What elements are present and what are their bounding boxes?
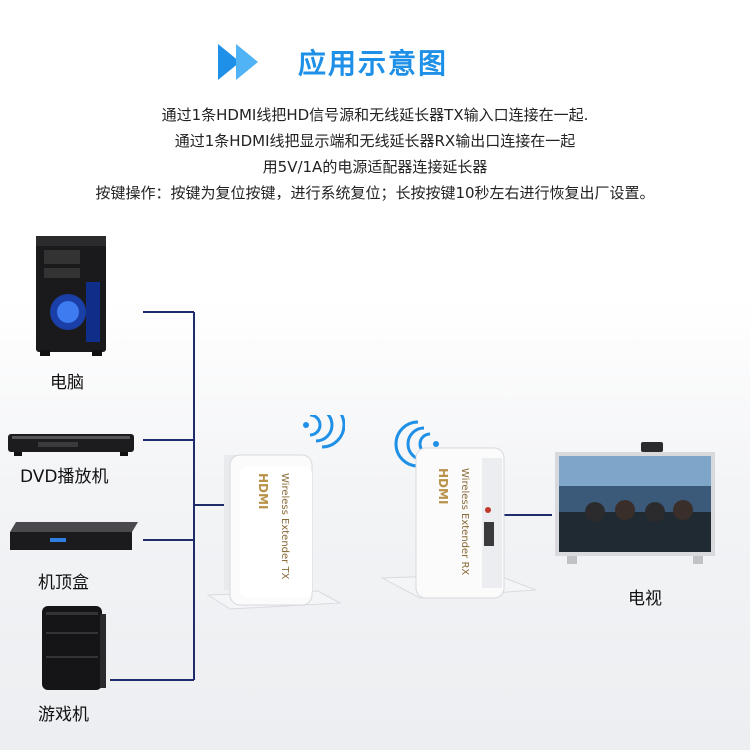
description-line-2: 通过1条HDMI线把显示端和无线延长器RX输出口连接在一起 (174, 132, 576, 150)
tv-camera-icon (641, 442, 663, 452)
tx-hdmi-logo: HDMI (256, 473, 270, 510)
tx-unit-label: Wireless Extender TX (279, 473, 290, 580)
title-row: 应用示意图 (218, 40, 548, 84)
source-label-pc: 电脑 (50, 373, 84, 393)
dvd-player-icon (8, 434, 134, 456)
game-console-icon (42, 606, 106, 690)
rx-hdmi-logo: HDMI (436, 468, 450, 505)
tv-icon (555, 442, 715, 564)
rx-device-icon (380, 420, 537, 599)
page-title: 应用示意图 (298, 47, 449, 80)
rx-unit: HDMI Wireless Extender RX (378, 418, 538, 613)
tx-device-icon (206, 415, 345, 610)
description-line-1: 通过1条HDMI线把HD信号源和无线延长器TX输入口连接在一起. (161, 106, 589, 124)
pc-tower-icon (36, 236, 106, 356)
source-label-stb: 机顶盒 (38, 573, 89, 593)
double-arrow-icon (218, 44, 258, 80)
display-label-tv: 电视 (628, 589, 662, 609)
description-line-3: 用5V/1A的电源适配器连接延长器 (262, 158, 488, 176)
source-label-console: 游戏机 (38, 705, 89, 725)
description-line-4: 按键操作：按键为复位按键，进行系统复位；长按按键10秒左右进行恢复出厂设置。 (95, 184, 655, 202)
source-label-dvd: DVD播放机 (20, 467, 109, 487)
rx-unit-label: Wireless Extender RX (459, 468, 470, 576)
set-top-box-icon (10, 522, 138, 550)
tx-unit: HDMI Wireless Extender TX (200, 415, 345, 615)
